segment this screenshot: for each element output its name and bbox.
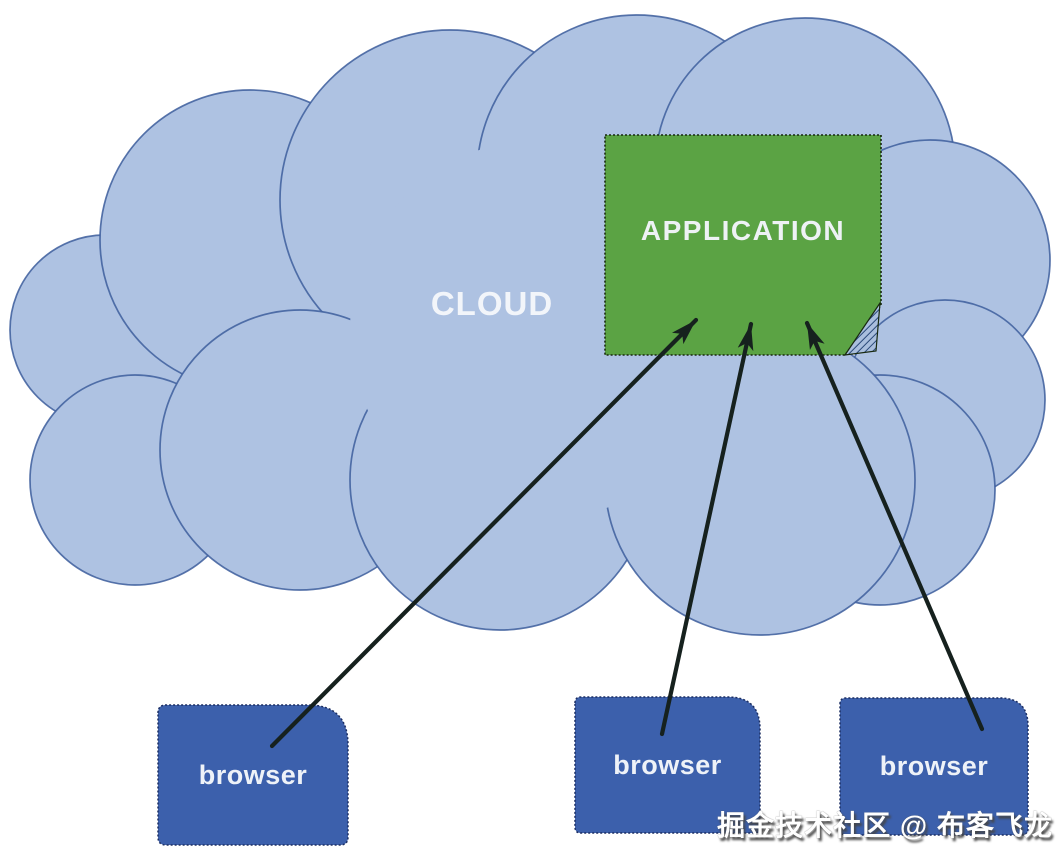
application-label: APPLICATION [640, 215, 846, 246]
application-box [604, 134, 882, 356]
arrow-browser-3-to-application [804, 320, 985, 732]
arrow-browser-2-to-application [659, 321, 754, 737]
cloud-label: CLOUD [430, 285, 554, 322]
connection-arrows [269, 317, 985, 749]
browser-box-3-shape [839, 697, 1029, 836]
folded-corner [843, 300, 881, 356]
browser-boxes [157, 696, 1029, 846]
browser-2-label: browser [613, 749, 722, 780]
browser-3-label: browser [879, 751, 989, 781]
browser-box-2-shape [574, 696, 761, 834]
browser-box-1-shape [157, 704, 349, 846]
watermark: 掘金技术社区 @ 布客飞龙 [717, 810, 1053, 841]
arrow-browser-1-to-application [269, 317, 699, 749]
browser-1-label: browser [198, 759, 308, 790]
cloud-shape [9, 14, 1051, 636]
